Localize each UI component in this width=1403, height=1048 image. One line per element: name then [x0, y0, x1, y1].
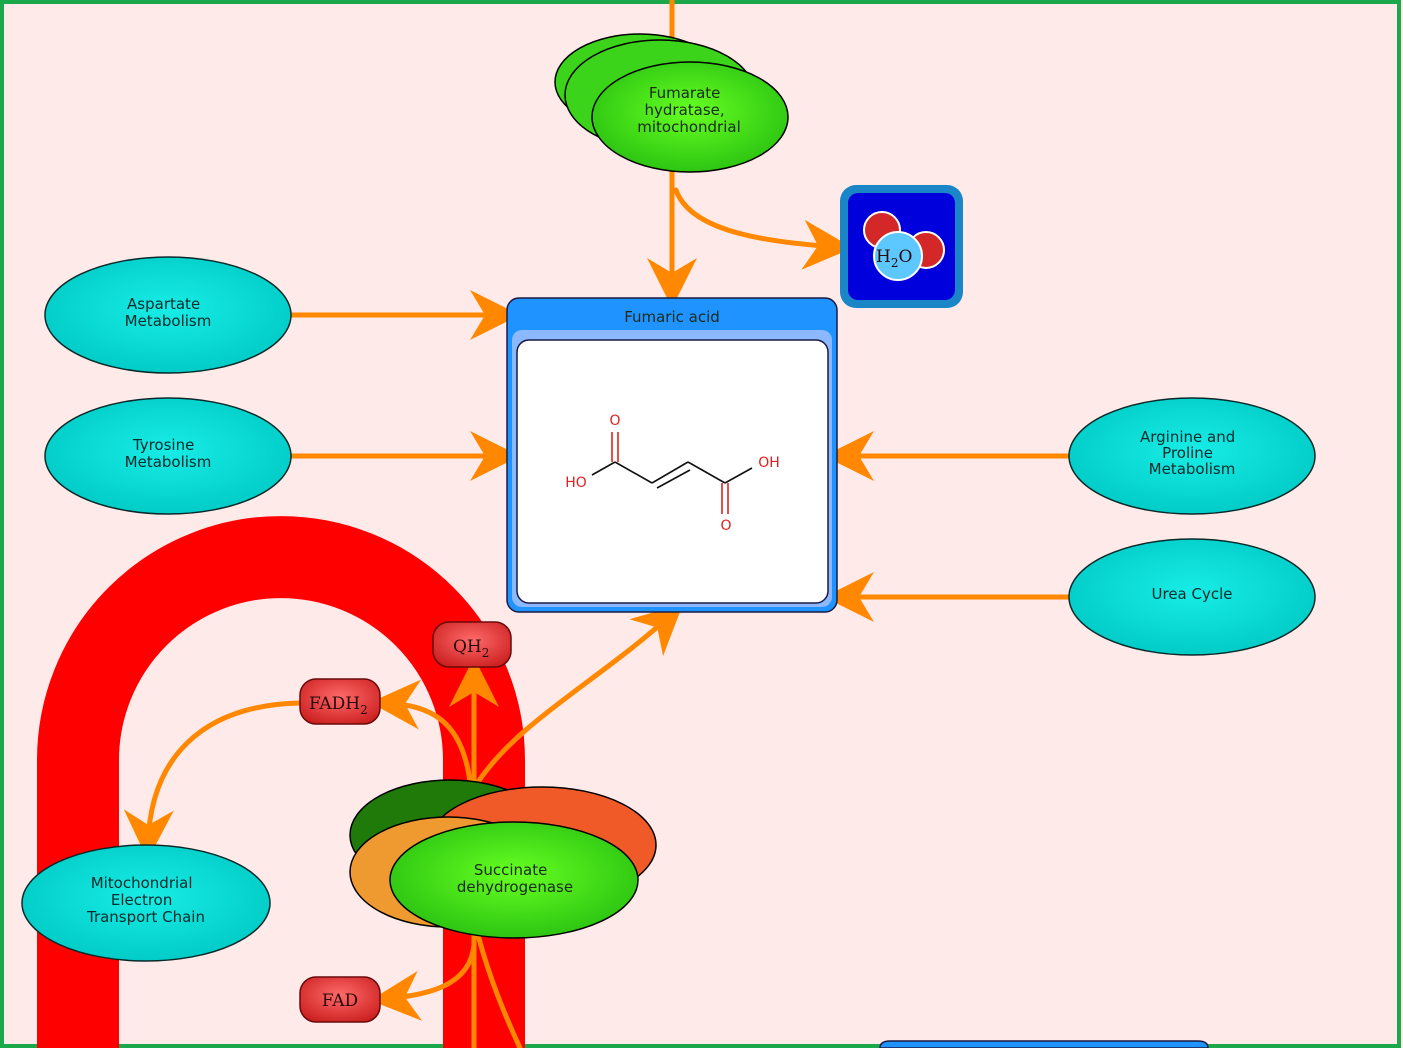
compound-water[interactable]: H2O	[840, 185, 963, 308]
svg-text:Succinate dehydrogenase: Succinate dehydrogenase	[457, 861, 573, 896]
fadh2-subscript: 2	[360, 703, 368, 717]
svg-text:Arginine and Proline: Arginine and Proline Metabolism	[1140, 428, 1240, 478]
enzyme-fumarate-hydratase[interactable]: Fumarate hydratase, mitochondrial	[554, 33, 789, 173]
arrow-to-water	[673, 187, 853, 270]
atom-ho: HO	[565, 475, 587, 491]
tyrosine-label-1: Tyrosine	[132, 436, 194, 454]
fad-label: FAD	[322, 991, 358, 1011]
pathway-arginine-proline-metabolism[interactable]: Arginine and Proline Metabolism	[1068, 397, 1316, 515]
aspartate-label-2: Metabolism	[125, 312, 212, 330]
qh2-subscript: 2	[482, 646, 490, 660]
svg-text:Fumarate hydratase,: Fumarate hydratase, mitochondrial	[637, 84, 741, 136]
urea-cycle-label: Urea Cycle	[1152, 585, 1233, 603]
arginine-label-1: Arginine and	[1140, 428, 1235, 446]
atom-o-bottom: O	[720, 518, 731, 534]
svg-text:QH2: QH2	[453, 637, 489, 660]
arrow-sdh-to-fumaric-acid	[475, 603, 684, 785]
cofactor-fadh2[interactable]: FADH2	[299, 678, 381, 725]
arrow-to-fad	[370, 942, 477, 1021]
svg-text:Mitochondrial Electron: Mitochondrial Electron Transport Chain	[86, 874, 205, 926]
fumaric-acid-structure	[591, 432, 753, 514]
cofactor-qh2[interactable]: QH2	[432, 621, 512, 668]
pathway-urea-cycle[interactable]: Urea Cycle	[1068, 538, 1316, 656]
arginine-label-2: Proline	[1162, 444, 1213, 462]
cofactor-fad[interactable]: FAD	[299, 976, 381, 1023]
reaction-arrows	[123, 0, 1071, 1048]
compound-fumaric-acid[interactable]: Fumaric acid O HO OH O	[506, 297, 838, 613]
etc-label-2: Electron	[111, 891, 173, 909]
enzyme-succinate-dehydrogenase[interactable]: Succinate dehydrogenase	[349, 779, 657, 939]
water-formula: H2O	[876, 247, 912, 270]
etc-label-3: Transport Chain	[86, 908, 205, 926]
aspartate-label-1: Aspartate	[127, 295, 200, 313]
pathway-tyrosine-metabolism[interactable]: Tyrosine Metabolism	[44, 397, 292, 515]
tyrosine-label-2: Metabolism	[125, 453, 212, 471]
arrow-to-etc	[123, 700, 303, 860]
fumarate-hydratase-label-1: Fumarate	[649, 84, 721, 102]
arrow-to-fadh2	[370, 679, 473, 785]
svg-text:FADH2: FADH2	[309, 694, 368, 717]
arginine-label-3: Metabolism	[1149, 460, 1236, 478]
fumarate-hydratase-label-2: hydratase,	[645, 101, 725, 119]
atom-o-top: O	[609, 413, 620, 429]
sdh-label-2: dehydrogenase	[457, 878, 573, 896]
qh2-label: QH	[453, 637, 482, 657]
partial-compound-box[interactable]	[879, 1040, 1209, 1048]
pathway-mitochondrial-etc[interactable]: Mitochondrial Electron Transport Chain	[21, 844, 271, 962]
fumarate-hydratase-label-3: mitochondrial	[637, 118, 741, 136]
svg-text:Tyrosine Metabolism: Tyrosine Metabolism	[125, 436, 212, 471]
fadh2-label: FADH	[309, 694, 360, 714]
sdh-label-1: Succinate	[474, 861, 548, 879]
fumaric-acid-title: Fumaric acid	[624, 308, 720, 326]
etc-label-1: Mitochondrial	[91, 874, 193, 892]
pathway-aspartate-metabolism[interactable]: Aspartate Metabolism	[44, 256, 292, 374]
svg-text:Aspartate Metabolism: Aspartate Metabolism	[125, 295, 212, 330]
atom-oh: OH	[758, 455, 780, 471]
